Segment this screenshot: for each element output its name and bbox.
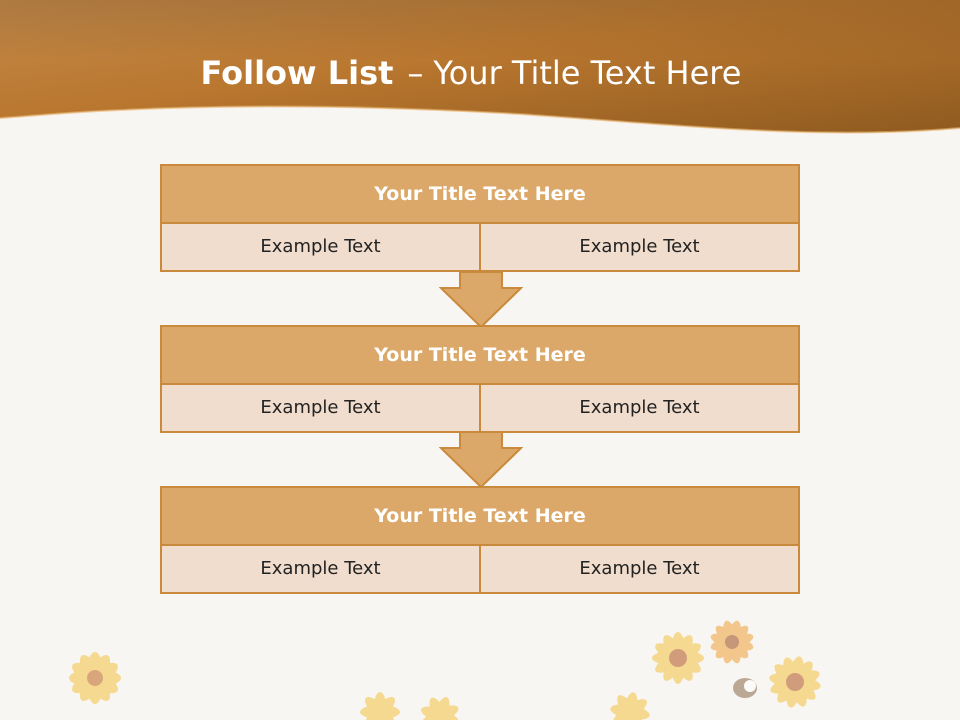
- step-row: Example Text Example Text: [162, 546, 798, 592]
- step-cell-left: Example Text: [162, 385, 481, 431]
- step-box-3: Your Title Text Here Example Text Exampl…: [160, 486, 800, 594]
- slide-title: Follow List–Your Title Text Here: [0, 54, 942, 92]
- slide-title-subtitle: Your Title Text Here: [433, 54, 742, 92]
- step-title: Your Title Text Here: [162, 327, 798, 385]
- header-banner: [0, 0, 960, 134]
- step-row: Example Text Example Text: [162, 385, 798, 431]
- step-box-1: Your Title Text Here Example Text Exampl…: [160, 164, 800, 272]
- slide-title-separator: –: [407, 54, 424, 92]
- flower-decoration: [69, 620, 821, 720]
- down-arrow-icon: [439, 431, 523, 489]
- step-row: Example Text Example Text: [162, 224, 798, 270]
- step-title: Your Title Text Here: [162, 488, 798, 546]
- step-cell-right: Example Text: [481, 385, 798, 431]
- step-box-2: Your Title Text Here Example Text Exampl…: [160, 325, 800, 433]
- slide-title-main: Follow List: [200, 54, 394, 92]
- step-cell-right: Example Text: [481, 546, 798, 592]
- step-cell-left: Example Text: [162, 224, 481, 270]
- step-title: Your Title Text Here: [162, 166, 798, 224]
- down-arrow-icon: [439, 271, 523, 329]
- step-cell-left: Example Text: [162, 546, 481, 592]
- step-cell-right: Example Text: [481, 224, 798, 270]
